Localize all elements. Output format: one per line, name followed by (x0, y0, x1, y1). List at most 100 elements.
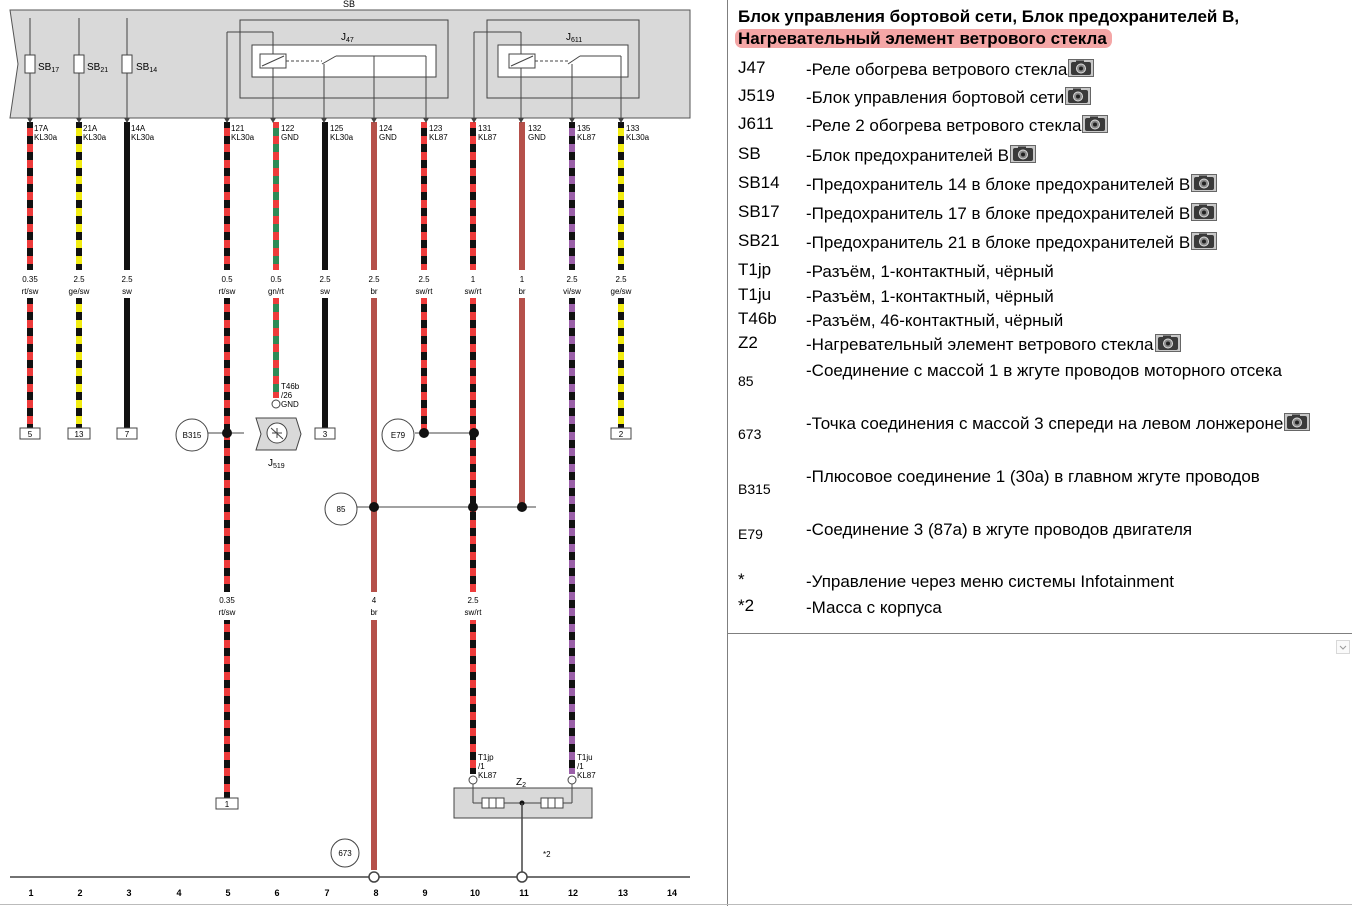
legend-code: SB14 (738, 173, 780, 192)
legend-description: -Соединение 3 (87a) в жгуте проводов дви… (806, 518, 1346, 541)
svg-text:0.35: 0.35 (22, 275, 38, 284)
heater-z2: T1jp /1 KL87 T1ju /1 KL87 Z2 *2 (453, 753, 596, 873)
track-numbers: 1 2 3 4 5 6 7 8 9 10 11 12 13 14 (28, 888, 677, 898)
scroll-down-arrow[interactable] (1336, 640, 1350, 654)
legend-description-text: -Соединение с массой 1 в жгуте проводов … (806, 361, 1282, 380)
legend-code: B315 (738, 481, 771, 497)
svg-text:85: 85 (337, 505, 346, 514)
relay-j47-label: J (341, 32, 346, 43)
legend: Блок управления бортовой сети, Блок пред… (735, 6, 1350, 617)
svg-text:J47: J47 (341, 32, 354, 44)
svg-text:21A: 21A (83, 124, 98, 133)
block-label: SB (343, 0, 355, 9)
wire-12 (569, 122, 575, 774)
svg-text:SB17: SB17 (38, 62, 59, 74)
svg-text:7: 7 (324, 888, 329, 898)
legend-description-text: -Точка соединения с массой 3 спереди на … (806, 414, 1284, 433)
svg-text:14A: 14A (131, 124, 146, 133)
camera-icon[interactable] (1284, 413, 1311, 431)
relay-j611-label: J (566, 32, 571, 43)
legend-description-text: -Блок управления бортовой сети (806, 88, 1065, 107)
relay-j611: J611 (473, 19, 640, 118)
legend-code: J519 (738, 86, 775, 105)
svg-text:2.5: 2.5 (615, 275, 627, 284)
svg-text:122: 122 (281, 124, 295, 133)
svg-text:121: 121 (231, 124, 245, 133)
legend-code: *2 (738, 596, 755, 615)
svg-text:9: 9 (422, 888, 427, 898)
svg-text:E79: E79 (391, 431, 406, 440)
svg-text:KL30a: KL30a (626, 133, 650, 142)
camera-icon[interactable] (1010, 145, 1036, 163)
wire-11 (519, 122, 525, 506)
camera-icon[interactable] (1082, 115, 1109, 133)
svg-text:J611: J611 (566, 32, 582, 44)
bottom-border (0, 904, 1352, 905)
legend-code: SB21 (738, 231, 780, 250)
svg-text:6: 6 (274, 888, 279, 898)
camera-icon[interactable] (1191, 203, 1218, 221)
legend-code: 85 (738, 373, 754, 389)
legend-description: -Управление через меню системы Infotainm… (806, 570, 1346, 593)
svg-text:5: 5 (225, 888, 230, 898)
camera-icon[interactable] (1065, 87, 1092, 105)
svg-text:SB21: SB21 (87, 62, 108, 74)
camera-icon[interactable] (1191, 232, 1218, 250)
camera-icon[interactable] (1154, 334, 1181, 352)
wire-10 (470, 122, 476, 774)
svg-text:KL87: KL87 (429, 133, 448, 142)
svg-text:2.5: 2.5 (73, 275, 85, 284)
svg-text:GND: GND (528, 133, 546, 142)
camera-icon[interactable] (1068, 59, 1095, 77)
legend-code: J47 (738, 58, 766, 77)
legend-description: -Предохранитель 14 в блоке предохранител… (806, 173, 1346, 196)
legend-title-line1: Блок управления бортовой сети, Блок пред… (738, 7, 1240, 26)
svg-text:2.5: 2.5 (418, 275, 430, 284)
legend-description-text: -Нагревательный элемент ветрового стекла (806, 335, 1154, 354)
camera-icon[interactable] (1191, 174, 1218, 192)
fuse-sb17: SB17 (24, 18, 59, 118)
svg-text:rt/sw: rt/sw (219, 608, 236, 617)
svg-text:J519: J519 (268, 458, 285, 470)
svg-text:T1jp: T1jp (478, 753, 494, 762)
legend-description-text: -Соединение 3 (87a) в жгуте проводов дви… (806, 520, 1193, 539)
legend-description: -Точка соединения с массой 3 спереди на … (806, 412, 1346, 435)
svg-text:132: 132 (528, 124, 542, 133)
legend-description-text: -Предохранитель 14 в блоке предохранител… (806, 175, 1191, 194)
svg-text:123: 123 (429, 124, 443, 133)
legend-description: -Предохранитель 21 в блоке предохранител… (806, 231, 1346, 254)
legend-description: -Плюсовое соединение 1 (30a) в главном ж… (806, 465, 1346, 488)
svg-text:2: 2 (77, 888, 82, 898)
legend-code: T1ju (738, 285, 772, 304)
svg-text:1: 1 (520, 275, 525, 284)
fuse-sb21: SB21 (73, 18, 108, 118)
legend-description: -Масса с корпуса (806, 596, 1346, 619)
legend-description-text: -Плюсовое соединение 1 (30a) в главном ж… (806, 467, 1260, 486)
panel-divider (727, 0, 728, 906)
legend-description: -Разъём, 1-контактный, чёрный (806, 260, 1346, 283)
legend-description-text: -Блок предохранителей B (806, 146, 1009, 165)
svg-text:gn/rt: gn/rt (268, 287, 285, 296)
svg-text:KL30a: KL30a (34, 133, 58, 142)
svg-text:/26: /26 (281, 391, 293, 400)
legend-code: J611 (738, 114, 774, 133)
legend-description-text: -Предохранитель 17 в блоке предохранител… (806, 204, 1191, 223)
svg-text:12: 12 (568, 888, 578, 898)
legend-description: -Разъём, 46-контактный, чёрный (806, 309, 1346, 332)
svg-text:SB14: SB14 (136, 62, 157, 74)
legend-description: -Блок управления бортовой сети (806, 86, 1346, 109)
wire-6 (273, 122, 279, 398)
svg-text:2.5: 2.5 (368, 275, 380, 284)
svg-text:10: 10 (470, 888, 480, 898)
svg-text:ge/sw: ge/sw (69, 287, 90, 296)
legend-description-text: -Разъём, 1-контактный, чёрный (806, 287, 1054, 306)
svg-text:GND: GND (281, 400, 299, 409)
wire-8 (371, 122, 377, 870)
svg-text:17A: 17A (34, 124, 49, 133)
svg-text:T46b: T46b (281, 382, 300, 391)
svg-text:KL30a: KL30a (83, 133, 107, 142)
legend-code: T1jp (738, 260, 772, 279)
svg-text:5: 5 (28, 430, 33, 439)
svg-text:4: 4 (176, 888, 181, 898)
